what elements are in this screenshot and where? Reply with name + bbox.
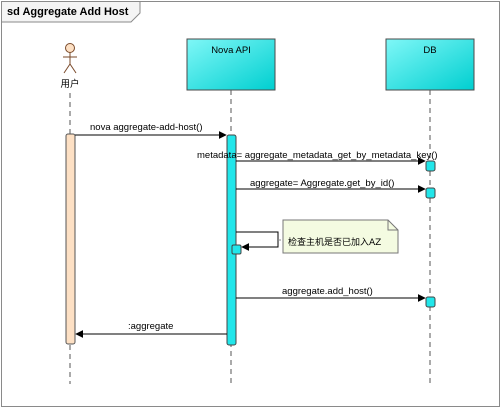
actor-label: 用户 — [60, 78, 79, 90]
db-activation-2 — [425, 187, 436, 199]
nova-api-label: Nova API — [211, 45, 251, 56]
message-label-3: aggregate= Aggregate.get_by_id() — [250, 178, 394, 189]
frame-title: sd Aggregate Add Host — [7, 6, 129, 18]
note-fold — [387, 220, 398, 231]
message-label-4: aggregate.add_host() — [282, 286, 373, 297]
return-message-label: :aggregate — [128, 321, 173, 332]
db-activation-3 — [425, 296, 436, 308]
message-label-2: metadata= aggregate_metadata_get_by_meta… — [197, 150, 438, 161]
nova-api-self-activation — [231, 244, 242, 255]
db-activation-1 — [425, 160, 436, 172]
db-label: DB — [423, 45, 436, 56]
db-box — [385, 38, 475, 91]
message-label-1: nova aggregate-add-host() — [90, 122, 203, 133]
note-box — [282, 219, 399, 254]
actor-activation — [65, 133, 76, 345]
note-text: 检查主机是否已加入AZ — [288, 236, 381, 248]
nova-api-activation — [226, 134, 237, 346]
stick-figure-icon — [63, 43, 77, 74]
frame-tab — [1, 1, 141, 23]
nova-api-box — [186, 38, 276, 91]
